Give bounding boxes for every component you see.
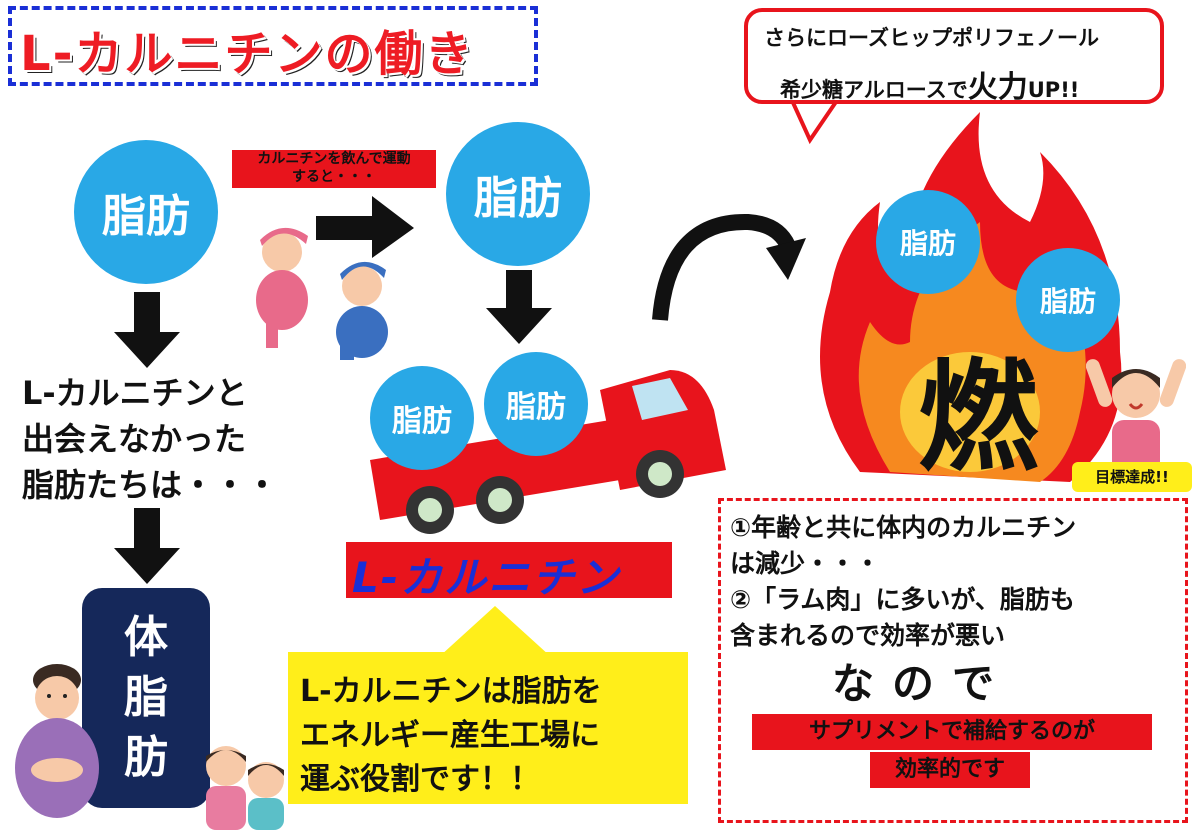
runners-icon bbox=[256, 227, 388, 360]
fat-label: 脂肪 bbox=[506, 390, 566, 425]
left-text-line: L-カルニチンと bbox=[22, 374, 248, 412]
fat-label: 脂肪 bbox=[899, 227, 956, 260]
goal-badge: 目標達成!! bbox=[1072, 462, 1192, 492]
fat-label: 脂肪 bbox=[1039, 285, 1096, 318]
burn-kanji: 燃 bbox=[918, 349, 1038, 488]
body-fat-char: 脂 bbox=[124, 672, 168, 723]
left-text-line: 脂肪たちは・・・ bbox=[22, 466, 279, 504]
right-arrow-icon bbox=[316, 196, 414, 258]
info-point-1: ①年齢と共に体内のカルニチン は減少・・・ bbox=[730, 510, 1076, 582]
role-callout-text: L-カルニチンは脂肪を エネルギー産生工場に 運ぶ役割です！！ bbox=[300, 670, 602, 802]
down-arrow-icon bbox=[114, 292, 180, 368]
info-point-2: ②「ラム肉」に多いが、脂肪も 含まれるので効率が悪い bbox=[730, 582, 1075, 654]
role-callout bbox=[288, 652, 688, 804]
fat-circle-fire: 脂肪 bbox=[876, 190, 980, 294]
info-line: は減少・・・ bbox=[730, 549, 881, 578]
fat-circle-start: 脂肪 bbox=[74, 140, 218, 284]
info-line: ②「ラム肉」に多いが、脂肪も bbox=[730, 585, 1075, 614]
fat-circle-middle: 脂肪 bbox=[446, 122, 590, 266]
callout-pointer bbox=[440, 606, 550, 656]
carnitine-label: L-カルニチン bbox=[352, 553, 621, 602]
info-line: 含まれるので効率が悪い bbox=[730, 621, 1006, 650]
bubble-emphasis: 火力 bbox=[967, 70, 1028, 105]
callout-line: エネルギー産生工場に bbox=[300, 718, 600, 753]
title-frame bbox=[8, 6, 538, 86]
fat-circle-truck: 脂肪 bbox=[484, 352, 588, 456]
truck-icon bbox=[370, 370, 726, 534]
carnitine-label-box bbox=[346, 542, 672, 598]
bubble-line-2: 希少糖アルロースで火力UP!! bbox=[780, 62, 1079, 106]
fat-circle-fire: 脂肪 bbox=[1016, 248, 1120, 352]
fat-label: 脂肪 bbox=[102, 191, 190, 242]
worried-woman-icon bbox=[15, 664, 99, 818]
supplement-text-1: サプリメントで補給するのが bbox=[752, 714, 1152, 750]
down-arrow-icon bbox=[486, 270, 552, 344]
fat-label: 脂肪 bbox=[392, 404, 452, 439]
down-arrow-icon bbox=[114, 508, 180, 584]
bubble-line-1: さらにローズヒップポリフェノール bbox=[764, 26, 1099, 50]
bubble-prefix: 希少糖アルロースで bbox=[780, 78, 968, 102]
fat-label: 脂肪 bbox=[474, 173, 562, 224]
children-icon bbox=[206, 746, 284, 830]
fat-circle-truck: 脂肪 bbox=[370, 366, 474, 470]
curved-arrow-icon bbox=[652, 213, 806, 321]
exercise-label-line: カルニチンを飲んで運動 bbox=[257, 151, 411, 167]
body-fat-box: 体 脂 肪 bbox=[82, 588, 210, 808]
speech-bubble bbox=[744, 8, 1164, 104]
left-text-line: 出会えなかった bbox=[22, 420, 247, 458]
therefore-text: なので bbox=[832, 659, 1013, 708]
exercise-label: カルニチンを飲んで運動 すると・・・ bbox=[232, 150, 436, 188]
cheering-woman-icon bbox=[1086, 359, 1186, 478]
fire-icon bbox=[820, 112, 1122, 482]
left-explanation: L-カルニチンと 出会えなかった 脂肪たちは・・・ bbox=[22, 370, 278, 508]
callout-line: L-カルニチンは脂肪を bbox=[300, 674, 602, 709]
callout-line: 運ぶ役割です！！ bbox=[300, 762, 540, 797]
info-line: ①年齢と共に体内のカルニチン bbox=[730, 513, 1077, 542]
body-fat-char: 体 bbox=[124, 612, 168, 663]
body-fat-char: 肪 bbox=[124, 732, 168, 783]
supplement-text-2: 効率的です bbox=[870, 752, 1030, 788]
exercise-label-line: すると・・・ bbox=[292, 169, 376, 185]
bubble-suffix: UP!! bbox=[1027, 78, 1080, 102]
page-title: L-カルニチンの働き bbox=[20, 26, 475, 82]
